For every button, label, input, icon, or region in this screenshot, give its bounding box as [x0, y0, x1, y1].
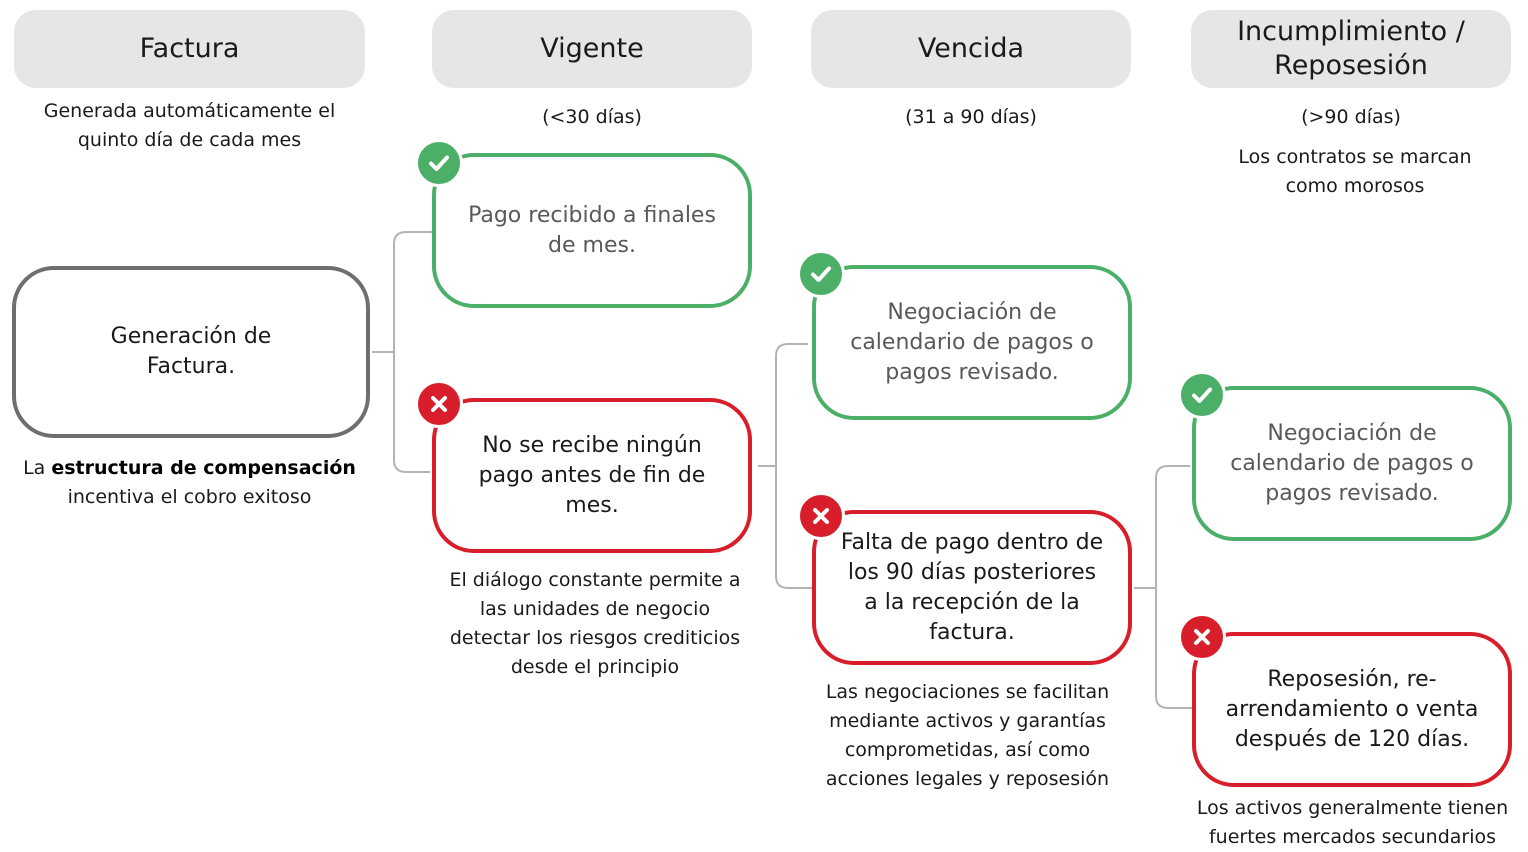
badge-negociacion-incumplimiento [1178, 371, 1226, 419]
header-vencida-label: Vencida [917, 33, 1025, 64]
note-negociaciones: Las negociaciones se facilitan mediante … [825, 681, 1110, 790]
box-generacion-factura: Generación de Factura. [12, 266, 370, 438]
header-incumplimiento: Incumplimiento / Reposesión [1191, 10, 1511, 88]
box-falta-pago-label: Falta de pago dentro de los 90 días post… [840, 529, 1104, 645]
box-generacion-factura-label: Generación de Factura. [110, 324, 272, 379]
check-icon [429, 155, 449, 171]
note-compensacion-bold: estructura de compensación [51, 457, 356, 479]
box-pago-recibido-label: Pago recibido a finales de mes. [468, 202, 716, 258]
badge-falta-pago [797, 492, 845, 540]
header-factura: Factura [14, 10, 365, 88]
box-negociacion-vencida-label: Negociación de calendario de pagos o pag… [850, 299, 1094, 385]
box-negociacion-incumplimiento: Negociación de calendario de pagos o pag… [1192, 386, 1512, 541]
box-negociacion-vencida: Negociación de calendario de pagos o pag… [812, 265, 1132, 420]
box-reposesion: Reposesión, re-arrendamiento o venta des… [1192, 632, 1512, 787]
box-reposesion-label: Reposesión, re-arrendamiento o venta des… [1225, 666, 1479, 752]
box-no-pago-label: No se recibe ningún pago antes de fin de… [478, 432, 706, 518]
header-factura-label: Factura [139, 33, 240, 64]
note-dialogo: El diálogo constante permite a las unida… [449, 569, 741, 678]
cross-icon [813, 508, 829, 524]
note-compensacion-suffix: incentiva el cobro exitoso [67, 486, 312, 508]
check-icon [811, 266, 831, 282]
badge-negociacion-vencida [797, 250, 845, 298]
cross-icon [1194, 629, 1210, 645]
badge-reposesion [1178, 613, 1226, 661]
box-pago-recibido: Pago recibido a finales de mes. [432, 153, 752, 308]
note-compensacion-prefix: La [23, 457, 52, 479]
note-compensacion: La estructura de compensación incentiva … [14, 454, 365, 512]
header-incumplimiento-label: Incumplimiento / Reposesión [1237, 16, 1465, 81]
header-vigente: Vigente [432, 10, 752, 88]
range-vencida: (31 a 90 días) [905, 106, 1037, 128]
note-morosos: Los contratos se marcan como morosos [1238, 146, 1472, 197]
range-vigente: (<30 días) [542, 106, 642, 128]
badge-pago-recibido [415, 139, 463, 187]
note-factura: Generada automáticamente el quinto día d… [43, 100, 336, 151]
note-activos: Los activos generalmente tienen fuertes … [1196, 797, 1509, 848]
header-vencida: Vencida [811, 10, 1131, 88]
box-negociacion-incumplimiento-label: Negociación de calendario de pagos o pag… [1230, 420, 1474, 506]
range-incumplimiento: (>90 días) [1301, 106, 1401, 128]
box-falta-pago: Falta de pago dentro de los 90 días post… [812, 510, 1132, 665]
box-no-pago: No se recibe ningún pago antes de fin de… [432, 398, 752, 553]
check-icon [1192, 387, 1212, 403]
header-vigente-label: Vigente [540, 33, 644, 64]
badge-no-pago [415, 380, 463, 428]
cross-icon [431, 396, 447, 412]
